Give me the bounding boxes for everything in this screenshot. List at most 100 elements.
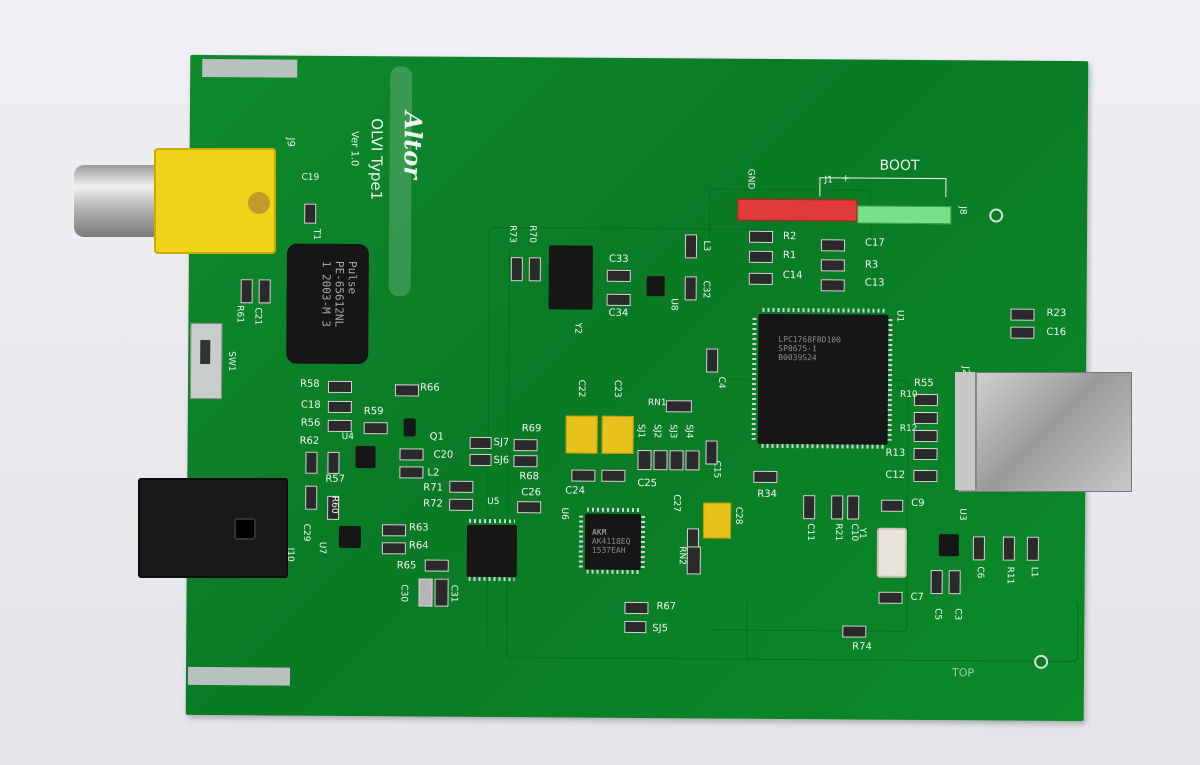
rca-jack-pin xyxy=(248,192,270,214)
resistor-r12 xyxy=(913,429,938,443)
resistor-r3 xyxy=(820,259,845,272)
u1-pins-right xyxy=(887,318,893,441)
capacitor-c14 xyxy=(748,272,773,285)
l1-label: L1 xyxy=(1028,566,1039,578)
resistor-r61 xyxy=(240,279,253,304)
u5-pins-bottom xyxy=(468,576,515,582)
mcu-line-1: LPC1768FBD100 xyxy=(778,334,841,345)
solder-jumper-sj5 xyxy=(624,620,647,634)
r23-label: R23 xyxy=(1046,307,1067,319)
capacitor-c32 xyxy=(684,276,697,301)
pcb-board: Altor OLVI Type1 Ver 1.0 BOOT GND J1 + J… xyxy=(185,54,1089,722)
capacitor-c13 xyxy=(820,279,845,292)
mcu-line-3: B0039S24 xyxy=(778,352,817,363)
r60-label: R60 xyxy=(329,495,340,514)
capacitor-c6 xyxy=(972,536,985,561)
c18-label: C18 xyxy=(300,399,321,411)
r64-label: R64 xyxy=(408,540,429,552)
r59-label: R59 xyxy=(363,406,384,418)
c26-label: C26 xyxy=(521,487,542,499)
r68-label: R68 xyxy=(519,471,540,483)
tantalum-capacitor-c23 xyxy=(601,415,634,454)
pin-header-j1[interactable] xyxy=(737,198,858,222)
rca-jack-metal-barrel[interactable] xyxy=(74,165,164,237)
akm-line-2: AK4118EQ xyxy=(591,536,631,546)
resistor-r11 xyxy=(1002,536,1015,561)
c3-label: C3 xyxy=(952,608,963,621)
r70-label: R70 xyxy=(527,225,538,244)
sj4-label: SJ4 xyxy=(683,424,694,439)
usb-b-connector[interactable] xyxy=(958,372,1132,492)
u1-pins-bottom xyxy=(761,443,884,449)
optical-jack-j10[interactable] xyxy=(138,478,288,578)
ic-u7 xyxy=(338,525,362,549)
u8-label: U8 xyxy=(668,298,679,311)
solder-jumper-sj3 xyxy=(669,450,684,471)
resistor-r34 xyxy=(753,470,778,483)
c14-label: C14 xyxy=(782,270,803,282)
optical-jack-port[interactable] xyxy=(234,518,256,540)
r67-label: R67 xyxy=(656,601,677,613)
u6-pins-top xyxy=(587,507,640,513)
r58-label: R58 xyxy=(299,378,320,390)
capacitor-c19 xyxy=(304,203,317,224)
sj2-label: SJ2 xyxy=(651,424,662,439)
capacitor-c17-left xyxy=(327,451,340,474)
resistor-network-rn1 xyxy=(665,400,692,413)
q1-label: Q1 xyxy=(429,431,444,443)
resistor-r56 xyxy=(327,419,352,433)
resistor-r62 xyxy=(305,451,318,474)
u1-pins-left xyxy=(751,317,757,440)
r63-label: R63 xyxy=(408,522,429,534)
r69-label: R69 xyxy=(521,423,542,435)
r11-label: R11 xyxy=(1004,566,1015,585)
resistor-r59 xyxy=(363,422,388,435)
resistor-r74 xyxy=(842,625,867,638)
c25-label: C25 xyxy=(637,478,658,490)
r56-label: R56 xyxy=(300,417,321,429)
akm-line-3: 1537EAH xyxy=(591,545,626,555)
r73-label: R73 xyxy=(507,225,518,243)
c21-label: C21 xyxy=(252,307,263,326)
ic-u4 xyxy=(355,446,376,469)
capacitor-c7 xyxy=(878,591,903,604)
c5-label: C5 xyxy=(932,608,943,621)
pulse-line-1: Pulse xyxy=(345,260,359,295)
inductor-l2 xyxy=(399,466,424,479)
u5-pins-top xyxy=(469,518,516,524)
solder-jumper-sj4 xyxy=(685,450,700,471)
trace xyxy=(746,598,1079,663)
r57-label: R57 xyxy=(325,473,346,485)
sj6-label: SJ6 xyxy=(493,455,510,467)
pin-header-j8[interactable] xyxy=(857,205,952,225)
capacitor-c18 xyxy=(327,400,352,414)
capacitor-c25 xyxy=(601,469,626,482)
capacitor-c26 xyxy=(517,501,542,514)
j1-label: J1 xyxy=(824,175,833,186)
u1-pins-top xyxy=(762,307,885,313)
board-name: OLVI Type1 xyxy=(367,118,386,201)
solder-jumper-sj7 xyxy=(469,436,492,449)
r13-label: R13 xyxy=(885,447,906,459)
resistor-network-rn2 xyxy=(686,546,701,575)
c32-label: C32 xyxy=(700,280,711,299)
u6-pins-left xyxy=(578,515,584,568)
sj5-label: SJ5 xyxy=(652,623,669,635)
ic-u8 xyxy=(646,276,665,297)
gnd-label: GND xyxy=(745,168,756,190)
boot-label: BOOT xyxy=(879,157,920,174)
akm-marking: AKM AK4118EQ 1537EAH xyxy=(592,528,631,555)
usb-b-shell-edge xyxy=(955,372,977,490)
t1-label: T1 xyxy=(311,228,322,241)
slide-switch-knob[interactable] xyxy=(200,339,211,365)
solder-jumper-sj6 xyxy=(469,453,492,466)
sw1-label: SW1 xyxy=(226,351,237,372)
j8-label: J8 xyxy=(957,206,968,215)
l2-label: L2 xyxy=(427,467,440,479)
u3-label: U3 xyxy=(957,508,968,521)
capacitor-c20 xyxy=(399,448,424,461)
akm-line-1: AKM xyxy=(591,527,607,537)
r74-label: R74 xyxy=(852,641,872,653)
r3-label: R3 xyxy=(864,259,879,271)
ic-u5 xyxy=(466,524,518,578)
